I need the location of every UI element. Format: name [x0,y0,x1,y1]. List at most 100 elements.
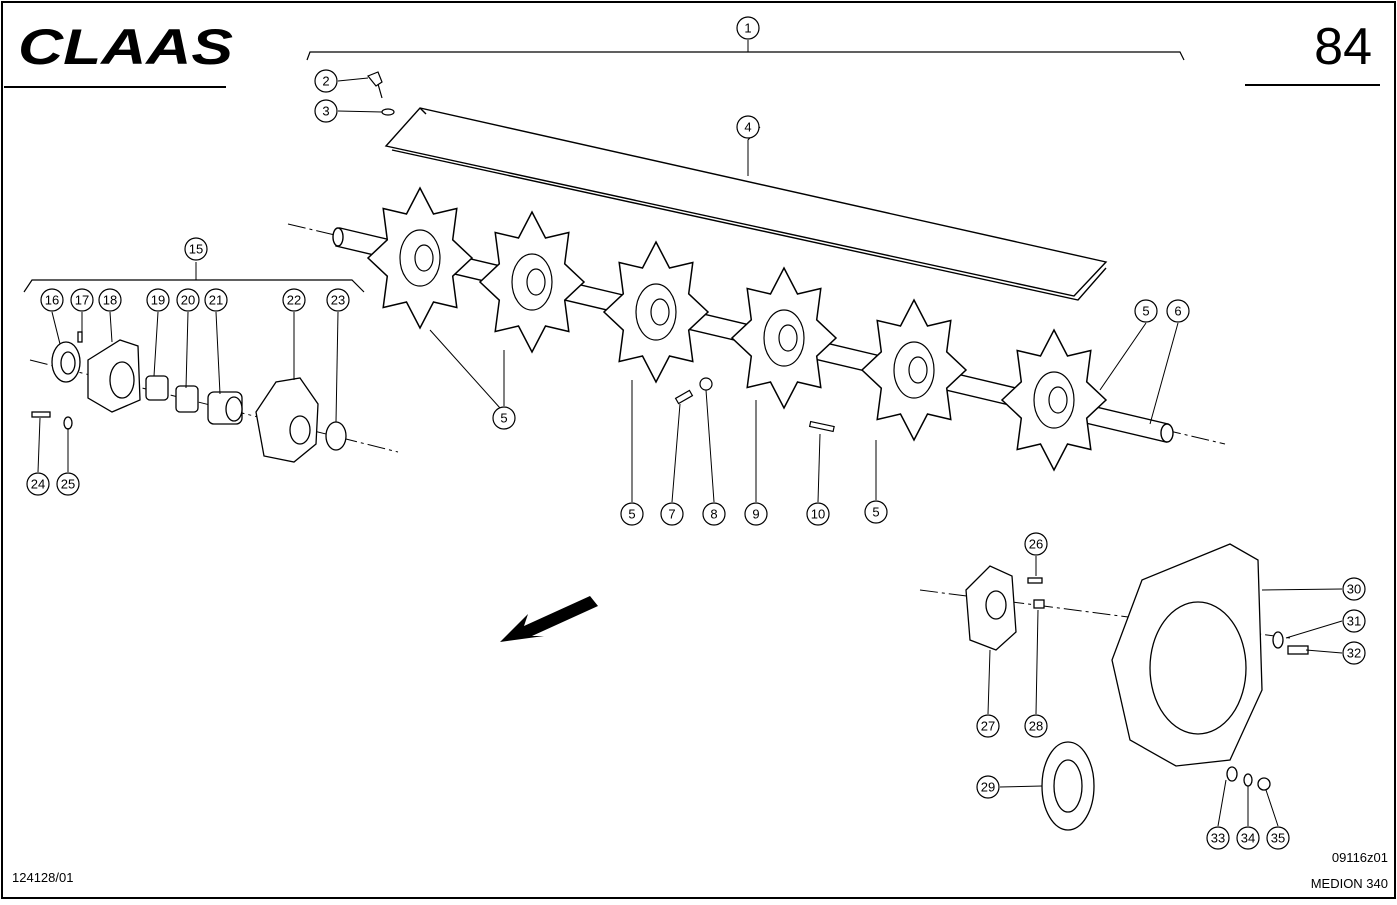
callout-3: 3 [314,99,338,123]
callout-number: 16 [45,293,59,308]
callout-number: 26 [1029,537,1043,552]
callout-9: 9 [744,502,768,526]
callout-circle [26,472,50,496]
leader-line [987,649,991,715]
callout-8: 8 [702,502,726,526]
callout-number: 10 [811,507,825,522]
ball-bearing-bore [225,396,243,422]
callout-circle [40,288,64,312]
callout-18: 18 [98,288,122,312]
sprocket-bore [650,298,670,326]
callout-25: 25 [56,472,80,496]
callout-number: 5 [628,507,635,522]
leader-line [337,77,369,82]
callout-28: 28 [1024,714,1048,738]
sprocket-bore [908,356,928,384]
callout-4: 4 [736,115,760,139]
leader-line [1261,588,1343,591]
bolt-24 [31,411,51,418]
sprocket-bore [414,244,434,272]
callout-number: 22 [287,293,301,308]
leader-line [999,785,1043,788]
callout-6: 6 [1166,299,1190,323]
callout-number: 3 [322,104,329,119]
bearing-bushing [175,385,199,413]
sprocket-hub [893,341,935,399]
callout-5: 5 [620,502,644,526]
gasket-29-hole [1053,759,1083,813]
callout-5: 5 [1134,299,1158,323]
callout-circle [1166,299,1190,323]
callout-number: 17 [75,293,89,308]
callout-circle [976,714,1000,738]
callout-16: 16 [40,288,64,312]
leader-line [153,311,159,377]
flange-bore [109,361,135,399]
callout-32: 32 [1342,641,1366,665]
callout-circle [1134,299,1158,323]
callout-circle [184,237,208,261]
callout-number: 23 [331,293,345,308]
leader-line [817,433,821,503]
leader-line [185,311,189,389]
fasteners [367,71,835,433]
sprocket-6 [1000,328,1108,472]
callout-number: 1 [744,21,751,36]
callout-number: 33 [1211,831,1225,846]
sprocket-1 [366,186,474,330]
callout-number: 32 [1347,646,1361,661]
callout-circle [1266,826,1290,850]
callout-34: 34 [1236,826,1260,850]
leader-line [1035,609,1039,715]
sprocket-bore [1048,386,1068,414]
leader-line [215,311,221,395]
leader-line [1285,620,1343,639]
sprocket-hub [511,253,553,311]
callout-17: 17 [70,288,94,312]
callout-19: 19 [146,288,170,312]
sprocket-hub [1033,371,1075,429]
callout-number: 30 [1347,582,1361,597]
page-number: 84 [1314,18,1372,76]
callout-number: 20 [181,293,195,308]
figure-code: 09116z01 [1332,850,1388,865]
callout-number: 7 [668,507,675,522]
callout-20: 20 [176,288,200,312]
callout-circle [98,288,122,312]
callout-circle [864,500,888,524]
bracket-group-15 [23,279,365,293]
callout-22: 22 [282,288,306,312]
sprocket-bore [778,324,798,352]
callout-15: 15 [184,237,208,261]
bearing-sleeve [145,375,169,401]
nut-8 [699,377,713,391]
callout-number: 5 [1142,304,1149,319]
callout-circle [204,288,228,312]
callout-circle [736,115,760,139]
callout-circle [282,288,306,312]
model-name: MEDION 340 [1311,876,1388,891]
sprocket-hub [763,309,805,367]
callout-24: 24 [26,472,50,496]
leader-line [705,389,715,503]
callout-number: 25 [61,477,75,492]
leader-lines [37,77,1343,827]
washer-34 [1243,773,1253,787]
callout-circle [744,502,768,526]
callout-circle [1342,641,1366,665]
bolt-32 [1287,645,1309,655]
nut-35 [1257,777,1271,791]
key-10 [808,420,835,433]
bolt-2 [367,71,383,87]
washer-33 [1226,766,1238,782]
callout-circle [1024,714,1048,738]
sprocket-2 [478,210,586,354]
drive-cover-recess [1149,601,1247,735]
callout-5: 5 [864,500,888,524]
callout-circle [702,502,726,526]
callout-number: 4 [744,120,751,135]
callout-number: 27 [981,719,995,734]
callout-5: 5 [492,406,516,430]
